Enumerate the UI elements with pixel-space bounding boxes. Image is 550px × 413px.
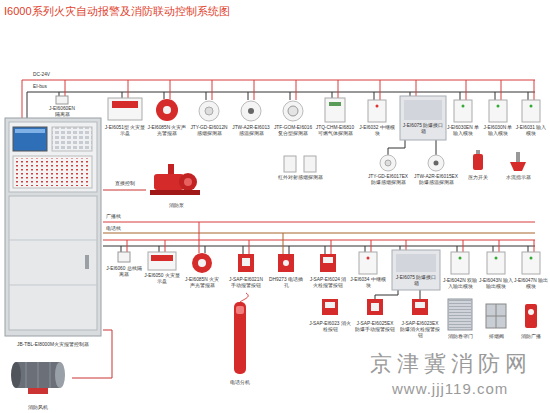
device-label: JTF-GOM-EI6016 复合型探测器 bbox=[272, 125, 314, 137]
device-label: J-EI6042N 双输入输出模块 bbox=[443, 278, 478, 290]
device-label: 电话线 bbox=[106, 226, 121, 232]
device-label: J-EI6030N 单输入模块 bbox=[482, 125, 515, 137]
device-label: JTW-A2R-EI6013 感温探测器 bbox=[230, 125, 272, 137]
device-label: 消防广播 bbox=[515, 334, 547, 340]
device-label: J-EI6075 防爆接口箱 bbox=[401, 123, 445, 135]
smoke-fan bbox=[11, 362, 65, 394]
node-caption: JB-TBL-EI8000M火灾报警控制器 bbox=[16, 342, 90, 348]
device-label: 压力开关 bbox=[463, 175, 493, 181]
device-label: J-EI6075 防爆接口箱 bbox=[394, 275, 438, 287]
device-label: J-EI6043N 输入输出模块 bbox=[479, 278, 514, 290]
diagram-title: I6000系列火灾自动报警及消防联动控制系统图 bbox=[4, 5, 230, 18]
device-label: J-EI6085N 火灾声光警报器 bbox=[146, 125, 188, 137]
device-label: J-EI6030EN 单输入模块 bbox=[447, 125, 480, 137]
node-caption: 消防风机 bbox=[27, 404, 49, 410]
control-line bbox=[103, 190, 146, 191]
device-label: J-EI6085N 火灾声光警报器 bbox=[183, 277, 221, 289]
device-node: 消防风机 bbox=[4, 352, 72, 410]
device-label: 电话分机 bbox=[222, 380, 258, 386]
device-label: J-SAP-EI6024 消火栓报警按钮 bbox=[309, 277, 347, 289]
device-label: J-EI6051型 火灾显示盘 bbox=[104, 125, 146, 137]
controller-cabinet bbox=[5, 118, 101, 336]
device-label: J-EI6047N 输出模块 bbox=[514, 278, 548, 290]
edge-label: 直接控制 bbox=[114, 181, 136, 187]
device-label: J-EI6050 火灾显示盘 bbox=[144, 273, 180, 285]
device-icons bbox=[56, 96, 540, 172]
device-label: J-SAP-EI6025EX 防爆手动报警按钮 bbox=[354, 321, 396, 333]
control-line bbox=[72, 330, 112, 378]
node-caption: 消防泵 bbox=[168, 202, 185, 208]
device-label: JTY-GD-EI6017EX 防爆感烟探测器 bbox=[365, 174, 411, 186]
device-label: J-EI6060 总线隔离器 bbox=[106, 266, 142, 278]
fire-pump bbox=[150, 164, 200, 195]
watermark-text: 京津冀消防网 bbox=[370, 350, 532, 378]
watermark-text: www.jjj119.com bbox=[392, 380, 508, 399]
device-label: 排烟阀 bbox=[480, 334, 512, 340]
device-label: J-EI6060EN 隔离器 bbox=[47, 106, 77, 118]
device-label: JTQ-CHM-EI6810 可燃气体探测器 bbox=[314, 125, 356, 137]
device-label: 消防卷帘门 bbox=[442, 334, 478, 340]
device-label: J-SAP-EI6023EX 防爆消火栓报警按钮 bbox=[399, 321, 441, 339]
device-label: J-EI6034 中继模块 bbox=[349, 277, 387, 289]
device-node: JB-TBL-EI8000M火灾报警控制器 bbox=[3, 118, 103, 348]
device-label: DH9273 电话插孔 bbox=[267, 277, 305, 289]
device-label: 广播线 bbox=[106, 214, 121, 220]
device-label: J-SAP-EI6021N 手动报警按钮 bbox=[227, 277, 265, 289]
device-label: JTW-A2R-EI6015EX 防爆感温探测器 bbox=[413, 174, 459, 186]
device-label: J-SAP-EI6023 消火栓按钮 bbox=[309, 321, 351, 333]
device-label: 红外对射感烟探测器 bbox=[275, 175, 325, 181]
device-label: J-EI6032 中继模块 bbox=[357, 125, 397, 137]
device-label: EI-bus bbox=[33, 84, 47, 90]
bus-wires bbox=[103, 222, 535, 299]
device-label: JTY-GD-EI6012N 感烟探测器 bbox=[188, 125, 230, 137]
device-label: DC-24V bbox=[33, 72, 50, 78]
device-label: 水流指示器 bbox=[503, 175, 533, 181]
device-label: J-EI6031 输入模块 bbox=[515, 125, 548, 137]
device-node: 消防泵 bbox=[146, 160, 206, 208]
